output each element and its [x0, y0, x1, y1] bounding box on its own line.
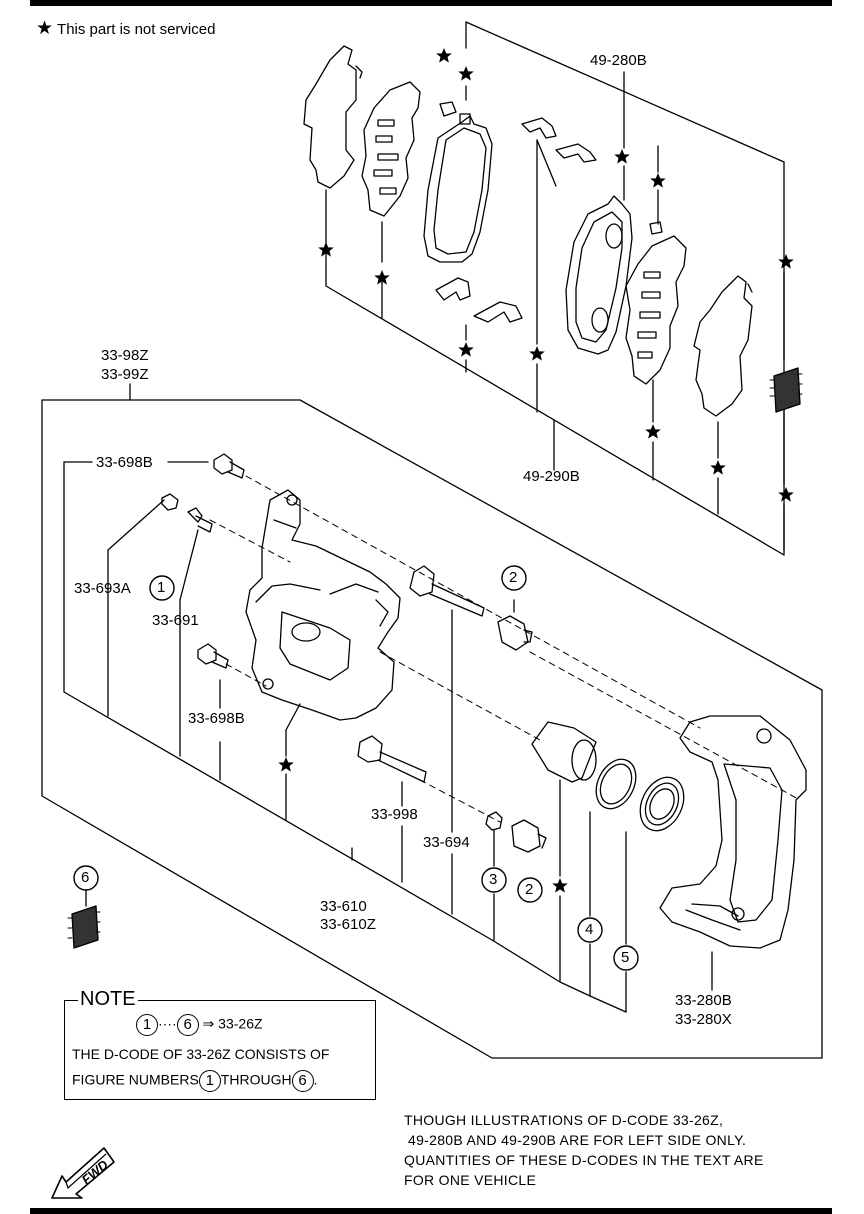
figure-number-1: 1	[157, 579, 166, 596]
disclaimer-line-4: FOR ONE VEHICLE	[404, 1172, 537, 1188]
shim-inner-left	[361, 81, 421, 217]
part-label-49-280B: 49-280B	[590, 52, 647, 69]
disclaimer-line-2: 49-280B AND 49-290B ARE FOR LEFT SIDE ON…	[408, 1132, 747, 1148]
part-label-33-280X: 33-280X	[675, 1011, 732, 1028]
brake-pad-inner	[565, 195, 633, 355]
bleeder-screw-33-691	[187, 507, 213, 533]
disclaimer: THOUGH ILLUSTRATIONS OF D-CODE 33-26Z, 4…	[404, 1110, 764, 1190]
star-piston	[551, 877, 569, 894]
caliper-body	[245, 489, 401, 721]
bleeder-cap-33-693A	[161, 493, 179, 511]
clip-upper-left	[439, 101, 597, 163]
note-line-2: THE D-CODE OF 33-26Z CONSISTS OF	[72, 1046, 330, 1062]
figure-number-6: 6	[81, 869, 90, 886]
figure-number-4: 4	[585, 921, 594, 938]
pad-kit-frame-49-290B	[325, 85, 785, 556]
note-range-line: 1····6 ⇒ 33-26Z	[136, 1014, 263, 1036]
note-line3-from: 1	[198, 1070, 221, 1092]
figure-number-5: 5	[621, 949, 630, 966]
note-box	[64, 1000, 376, 1100]
top-border	[30, 0, 832, 6]
note-title: NOTE	[78, 988, 138, 1010]
note-range-sep: ····	[158, 1015, 177, 1032]
boot-upper-2	[497, 615, 533, 651]
guide-pin-33-998	[357, 735, 427, 783]
part-label-33-610: 33-610	[320, 898, 367, 915]
bolt-lower-33-698B	[197, 643, 229, 669]
note-line3-text-a: FIGURE NUMBERS	[72, 1071, 199, 1088]
part-label-33-698B-lower: 33-698B	[188, 710, 245, 727]
piston-seal-4	[595, 758, 637, 810]
note-range-to: 6	[176, 1014, 199, 1036]
shim-outer-right	[693, 275, 753, 417]
note-line3-end: .	[313, 1071, 318, 1088]
legend-text: This part is not serviced	[57, 20, 216, 38]
boot-lower-2	[511, 819, 547, 853]
part-label-33-98Z: 33-98Z	[101, 347, 149, 364]
disclaimer-line-3: QUANTITIES OF THESE D-CODES IN THE TEXT …	[404, 1152, 764, 1168]
note-line3-text-b: THROUGH	[220, 1071, 292, 1088]
part-label-33-694: 33-694	[423, 834, 470, 851]
part-label-33-693A: 33-693A	[74, 580, 131, 597]
disclaimer-line-1: THOUGH ILLUSTRATIONS OF D-CODE 33-26Z,	[404, 1112, 724, 1128]
dust-boot-5	[639, 776, 685, 832]
caliper-frame	[41, 383, 823, 1059]
part-label-33-610Z: 33-610Z	[320, 916, 376, 933]
note-line3-to: 6	[291, 1070, 314, 1092]
star-caliper-body	[277, 756, 295, 773]
wear-indicator-chip-6	[67, 889, 101, 949]
part-label-33-691: 33-691	[152, 612, 199, 629]
clip-lower-left	[435, 277, 523, 323]
guide-pin-33-694	[409, 565, 485, 617]
part-label-33-280B: 33-280B	[675, 992, 732, 1009]
figure-number-circles	[73, 565, 639, 971]
shim-outer-left	[303, 45, 363, 189]
legend: ★ This part is not serviced	[36, 18, 216, 39]
assembly-axes	[209, 475, 801, 823]
part-label-33-99Z: 33-99Z	[101, 366, 149, 383]
note-range-from: 1	[136, 1014, 158, 1036]
wear-indicator-chip-kit	[769, 367, 803, 413]
part-label-49-290B: 49-290B	[523, 468, 580, 485]
star-icon: ★	[36, 18, 54, 39]
part-label-33-998: 33-998	[371, 806, 418, 823]
part-label-33-698B-upper: 33-698B	[96, 454, 153, 471]
note-arrow: ⇒	[202, 1015, 215, 1032]
figure-number-3: 3	[489, 871, 498, 888]
figure-number-2-lower: 2	[525, 881, 534, 898]
pad-kit-stars	[317, 47, 795, 503]
bush-3	[485, 811, 503, 831]
mounting-bracket	[659, 715, 807, 949]
bottom-border	[30, 1208, 832, 1214]
fwd-arrow-icon: FWD	[51, 1147, 115, 1199]
shim-inner-right	[625, 221, 687, 385]
note-range-code: 33-26Z	[218, 1015, 263, 1032]
bolt-upper-33-698B	[213, 453, 245, 479]
piston	[531, 721, 597, 783]
brake-pad-outer	[423, 113, 493, 263]
figure-number-2-upper: 2	[509, 569, 518, 586]
